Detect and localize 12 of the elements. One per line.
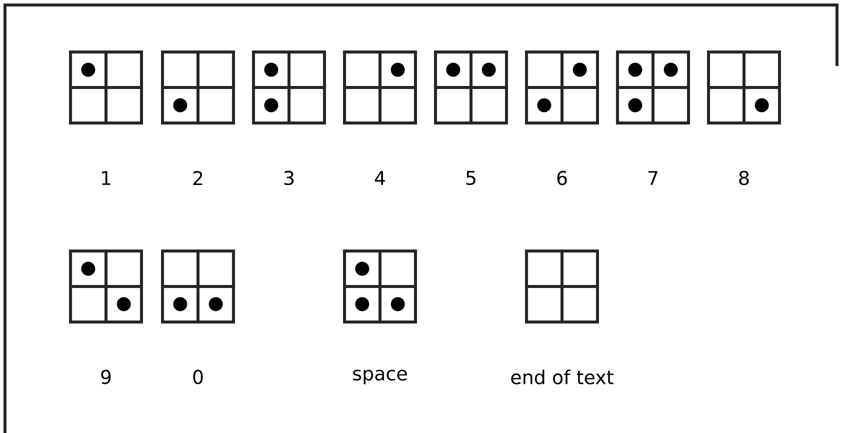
grid-label: 4 bbox=[374, 171, 385, 185]
grid-label: 3 bbox=[284, 170, 294, 186]
grid-label: space bbox=[353, 370, 407, 384]
grid-label: 7 bbox=[648, 171, 658, 185]
grid-label: 8 bbox=[739, 170, 749, 186]
grid-label: 6 bbox=[557, 170, 567, 186]
grid-label: 1 bbox=[102, 171, 110, 185]
grid-label: end of text bbox=[511, 370, 614, 384]
grid-label: 2 bbox=[193, 170, 202, 186]
grid-label: 5 bbox=[466, 170, 476, 186]
grid-label: 0 bbox=[193, 370, 203, 384]
grid-label: 9 bbox=[101, 370, 111, 384]
